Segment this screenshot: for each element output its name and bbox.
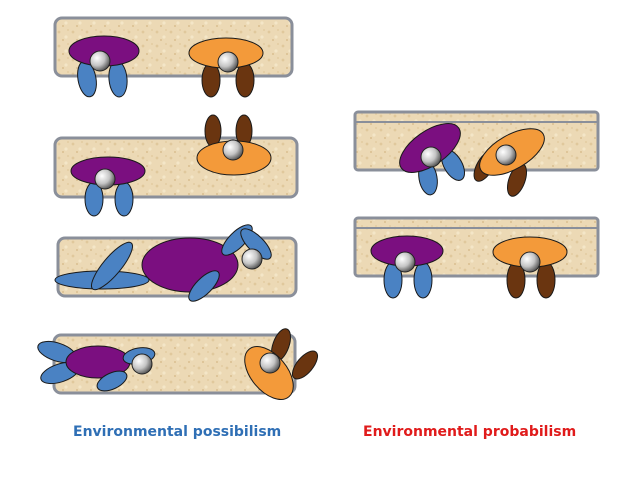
- head-icon: [495, 144, 517, 166]
- head-icon: [222, 139, 244, 161]
- table-3-group: [54, 224, 298, 302]
- table-5-group: [353, 110, 600, 197]
- head-icon: [241, 248, 263, 270]
- orange-figure-6: [492, 236, 568, 299]
- head-icon: [217, 51, 239, 73]
- head-icon: [94, 168, 116, 190]
- table-5: [353, 110, 600, 172]
- orange-figure-1: [188, 37, 264, 98]
- head-icon: [519, 251, 541, 273]
- caption-possibilism: Environmental possibilism: [73, 424, 282, 440]
- head-icon: [259, 352, 281, 374]
- purple-figure-4: [37, 340, 156, 392]
- orange-figure-4: [244, 328, 319, 400]
- purple-figure-1: [68, 35, 140, 98]
- illustration: [37, 16, 600, 400]
- head-icon: [131, 353, 153, 375]
- table-4-group: [37, 328, 319, 400]
- orange-figure-5: [473, 128, 545, 197]
- caption-probabilism: Environmental probabilism: [363, 424, 577, 440]
- purple-figure-3-lying: [54, 224, 272, 302]
- orange-figure-2: [196, 114, 272, 176]
- table-6-group: [353, 216, 600, 299]
- head-icon: [420, 146, 442, 168]
- head-icon: [394, 251, 416, 273]
- table-1-group: [53, 16, 294, 98]
- purple-figure-2: [70, 156, 146, 217]
- head-icon: [89, 50, 111, 72]
- purple-figure-5: [399, 123, 466, 196]
- table-2-group: [53, 114, 299, 217]
- purple-figure-6: [370, 235, 444, 299]
